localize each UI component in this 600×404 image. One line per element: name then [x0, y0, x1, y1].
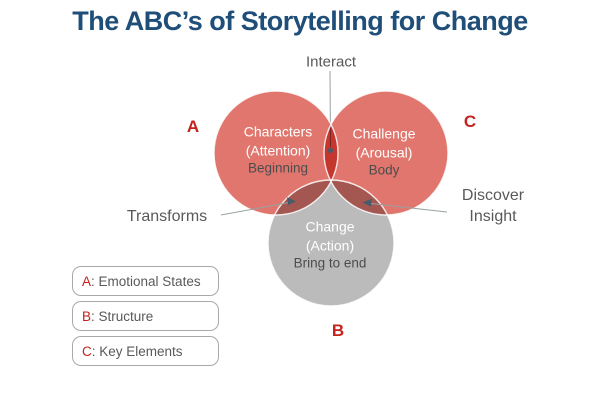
legend: A: Emotional States B: Structure C: Key …	[72, 266, 219, 371]
letter-b: B	[331, 321, 345, 340]
discover-insight-label: Discover Insight	[462, 185, 524, 227]
legend-item-c: C: Key Elements	[72, 336, 219, 366]
transforms-connector-line	[220, 202, 290, 216]
legend-item-a: A: Emotional States	[72, 266, 219, 296]
interact-arrow-dot	[327, 147, 334, 154]
letter-a: A	[186, 117, 200, 136]
legend-item-c-label: : Key Elements	[91, 343, 183, 359]
change-circle-outline	[267, 179, 395, 307]
discover-connector-line	[370, 203, 448, 213]
legend-item-c-key: C	[82, 343, 92, 359]
legend-item-b-label: : Structure	[91, 308, 154, 324]
transforms-label: Transforms	[126, 208, 208, 225]
transforms-arrowhead	[287, 197, 296, 206]
circle-outlines	[213, 90, 449, 307]
discover-insight-line2: Insight	[469, 208, 517, 225]
legend-item-b-key: B	[82, 308, 92, 324]
characters-circle-outline	[213, 90, 339, 216]
discover-insight-line1: Discover	[461, 187, 525, 204]
interact-label: Interact	[305, 53, 357, 71]
letter-c: C	[463, 112, 477, 131]
challenge-circle-outline	[323, 90, 449, 216]
page-title: The ABC’s of Storytelling for Change	[72, 6, 528, 36]
legend-item-a-key: A	[82, 273, 92, 289]
legend-item-a-label: : Emotional States	[91, 273, 201, 289]
legend-item-b: B: Structure	[72, 301, 219, 331]
discover-arrowhead	[362, 198, 372, 207]
change-circle	[268, 180, 394, 306]
